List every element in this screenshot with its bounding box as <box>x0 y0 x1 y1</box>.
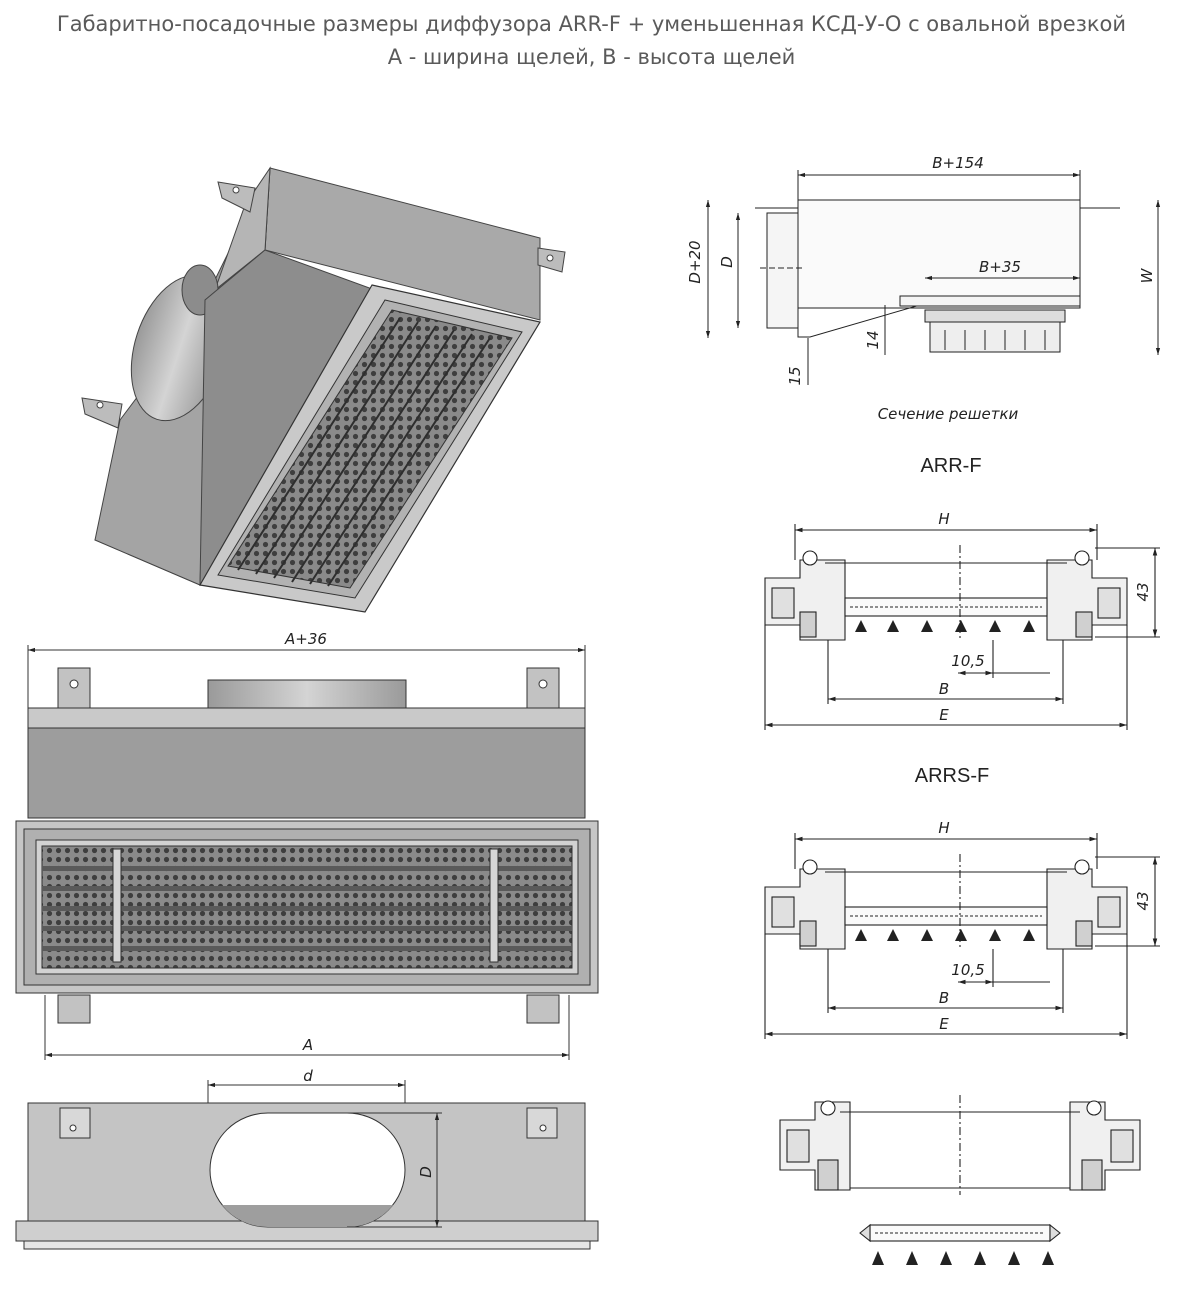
arr-dim-10-5: 10,5 <box>951 652 984 670</box>
section-arrs-drawing <box>764 833 1160 1039</box>
top-dim-d-small: d <box>303 1067 313 1085</box>
section-label-arr: ARR-F <box>920 455 981 477</box>
arrs-dim-10-5: 10,5 <box>951 961 984 979</box>
dim-b154: B+154 <box>932 154 984 172</box>
arr-dim-h: H <box>938 510 949 528</box>
dim-d-side: D <box>718 256 736 268</box>
exploded-section <box>779 1095 1141 1265</box>
section-label-arrs: ARRS-F <box>915 765 989 787</box>
dim-w: W <box>1138 267 1156 283</box>
side-view <box>705 170 1161 385</box>
arrs-dim-b: B <box>939 989 949 1007</box>
section-arr-drawing <box>764 524 1160 730</box>
front-dim-a36: A+36 <box>284 630 327 648</box>
dim-15: 15 <box>786 366 804 385</box>
isometric-view <box>81 166 566 613</box>
dim-14: 14 <box>864 330 882 349</box>
section-caption: Сечение решетки <box>878 405 1019 423</box>
front-view <box>15 645 599 1060</box>
arr-dim-e: E <box>939 706 949 724</box>
title-line-1: Габаритно-посадочные размеры диффузора A… <box>56 12 1127 36</box>
arr-dim-b: B <box>939 680 949 698</box>
arrs-dim-h: H <box>938 819 949 837</box>
arrs-dim-43: 43 <box>1134 891 1152 910</box>
top-view <box>15 1080 599 1250</box>
dim-b35: B+35 <box>979 258 1021 276</box>
front-dim-a: A <box>302 1036 313 1054</box>
top-dim-d: D <box>417 1166 435 1178</box>
arrs-dim-e: E <box>939 1015 949 1033</box>
dim-d20: D+20 <box>686 240 704 283</box>
title-line-2: А - ширина щелей, В - высота щелей <box>387 45 796 69</box>
arr-dim-43: 43 <box>1134 582 1152 601</box>
